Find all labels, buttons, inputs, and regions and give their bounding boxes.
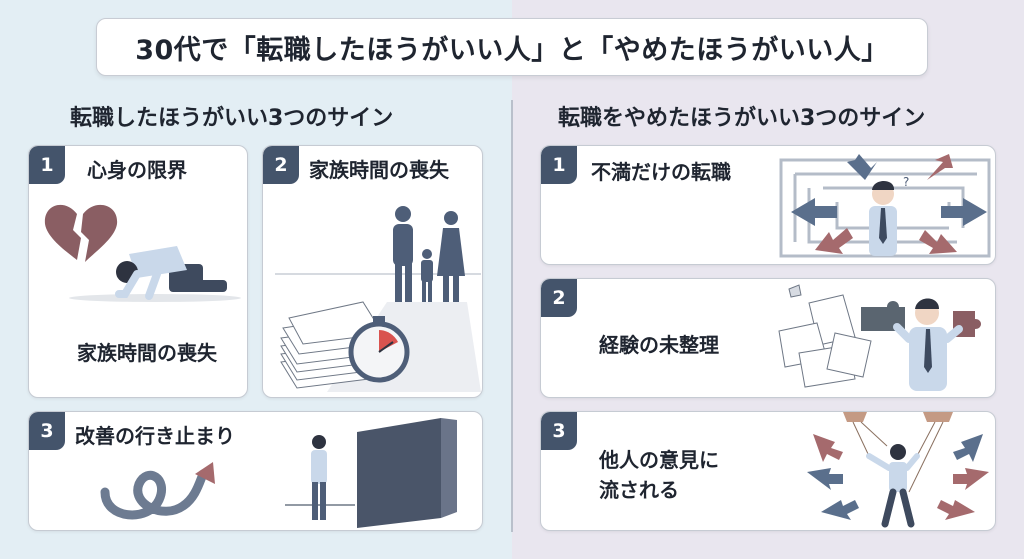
card-number-badge: 3 — [29, 412, 65, 450]
card-number-badge: 1 — [541, 146, 577, 184]
left-card-1: 1 心身の限界 家族時間の喪失 — [28, 145, 248, 398]
page-title: 30代で「転職したほうがいい人」と「やめたほうがいい人」 — [96, 18, 928, 76]
family-silhouette — [393, 206, 465, 302]
right-card-3: 3 他人の意見に 流される — [540, 411, 996, 531]
collapsed-person-illustration — [44, 204, 241, 302]
wall-dead-end-illustration — [285, 418, 457, 528]
worried-man — [893, 298, 963, 391]
right-section-heading: 転職をやめたほうがいい3つのサイン — [558, 106, 926, 131]
card-number-badge: 2 — [263, 146, 299, 184]
puppet-man — [866, 444, 920, 528]
card-label-line-1: 他人の意見に — [599, 448, 719, 472]
left-card-3: 3 改善の行き止まり — [28, 411, 483, 531]
direction-arrows — [791, 154, 987, 254]
maze-confusion-illustration: ? — [779, 154, 991, 258]
puppet-strings — [852, 421, 944, 493]
card-sublabel: 家族時間の喪失 — [77, 341, 217, 365]
card-number-badge: 1 — [29, 146, 65, 184]
family-and-paperwork-illustration — [275, 206, 481, 392]
scattered-papers — [778, 284, 872, 388]
card-label: 経験の未整理 — [599, 333, 719, 357]
card-label: 不満だけの転職 — [591, 160, 731, 184]
broken-heart-icon — [44, 204, 118, 262]
standing-person — [311, 435, 327, 520]
confused-man: ? — [869, 175, 909, 256]
card-label: 心身の限界 — [87, 158, 187, 182]
center-divider — [511, 100, 513, 532]
left-section-heading: 転職したほうがいい3つのサイン — [70, 106, 394, 131]
spiral-arrow-icon — [100, 462, 215, 520]
puppet-on-strings-illustration — [807, 412, 989, 528]
stopwatch-icon — [348, 316, 410, 383]
svg-text:?: ? — [903, 175, 909, 189]
left-card-2: 2 家族時間の喪失 — [262, 145, 483, 398]
card-label-line-2: 流される — [599, 478, 679, 502]
puzzle-piece-icon — [861, 301, 905, 331]
right-card-2: 2 経験の未整理 — [540, 278, 996, 398]
puppeteer-hands — [843, 412, 953, 422]
card-number-badge: 2 — [541, 279, 577, 317]
card-number-badge: 3 — [541, 412, 577, 450]
right-card-1: 1 不満だけの転職 ? — [540, 145, 996, 265]
pressure-arrows — [807, 434, 989, 520]
card-label: 改善の行き止まり — [75, 424, 235, 448]
card-label: 家族時間の喪失 — [309, 158, 449, 182]
scattered-papers-and-puzzle-illustration — [778, 284, 981, 391]
